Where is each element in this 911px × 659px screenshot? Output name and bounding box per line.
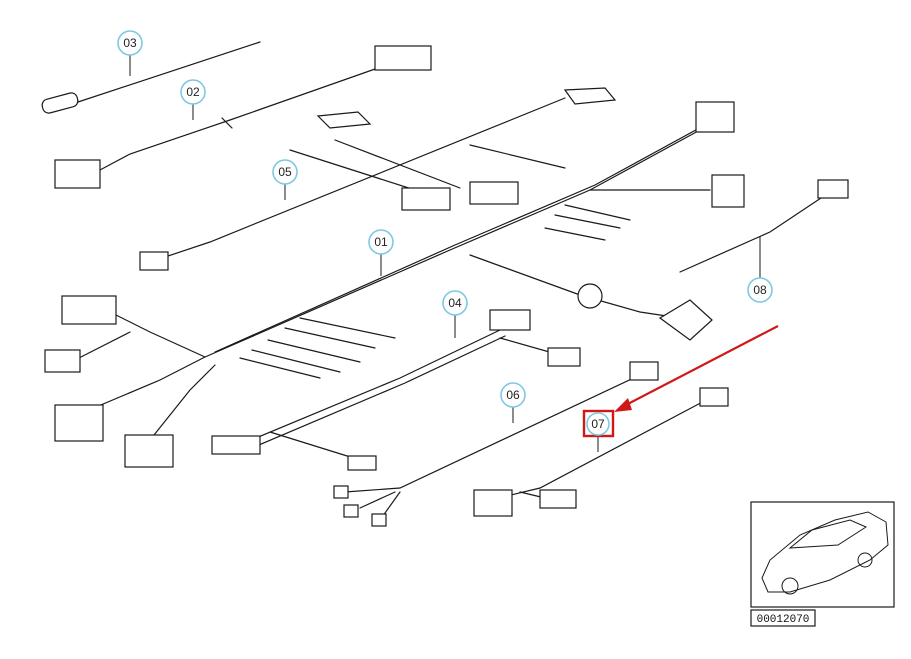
connector-04-right bbox=[547, 347, 581, 367]
connector-04-top bbox=[489, 309, 531, 331]
callout-04-label: 04 bbox=[448, 296, 462, 310]
connector-08 bbox=[817, 179, 849, 199]
callout-02: 02 bbox=[180, 79, 206, 120]
wire-05 bbox=[149, 97, 566, 263]
connector-04-bottom bbox=[347, 455, 377, 471]
connector-07-left bbox=[473, 489, 513, 517]
callout-03: 03 bbox=[117, 30, 143, 76]
wire-03 bbox=[77, 41, 261, 103]
wire-08 bbox=[679, 191, 831, 273]
connector-07-top bbox=[699, 387, 729, 407]
connector-05-top bbox=[563, 87, 617, 105]
callout-08: 08 bbox=[747, 236, 773, 303]
connector-02-top bbox=[374, 45, 432, 71]
highlight-arrow bbox=[614, 325, 779, 412]
callout-02-label: 02 bbox=[186, 85, 200, 99]
connector-04-left bbox=[211, 435, 261, 455]
callout-07-highlight bbox=[582, 409, 615, 438]
wire-04 bbox=[231, 317, 526, 449]
connector-left-1 bbox=[61, 295, 117, 325]
callouts: 03 02 05 01 04 06 08 bbox=[117, 30, 773, 452]
callout-04: 04 bbox=[442, 290, 468, 338]
connector-02-left bbox=[54, 159, 101, 189]
connector-06-b bbox=[343, 504, 359, 518]
wire-02 bbox=[99, 61, 396, 171]
callout-05: 05 bbox=[272, 159, 298, 200]
reference-number: 00012070 bbox=[757, 614, 810, 626]
callout-06-label: 06 bbox=[506, 388, 520, 402]
connector-06-top bbox=[629, 361, 659, 381]
connector-left-2 bbox=[44, 349, 81, 373]
car-icon bbox=[761, 511, 889, 595]
connector-center-1 bbox=[316, 111, 372, 129]
connector-left-3 bbox=[54, 404, 104, 442]
connector-05 bbox=[139, 251, 169, 271]
lamp-socket bbox=[658, 299, 713, 341]
callout-06: 06 bbox=[500, 382, 526, 423]
connector-left-4 bbox=[124, 434, 174, 468]
connector-right-2 bbox=[711, 174, 745, 208]
connector-right-1 bbox=[695, 101, 735, 133]
wire-01-main bbox=[204, 129, 701, 358]
callout-01-label: 01 bbox=[374, 235, 388, 249]
callout-01: 01 bbox=[368, 229, 394, 276]
callout-07-label: 07 bbox=[591, 417, 605, 431]
connector-center-3 bbox=[469, 181, 519, 205]
grommet bbox=[577, 283, 603, 309]
connector-06-c bbox=[371, 513, 387, 527]
connector-06-a bbox=[333, 485, 349, 499]
connector-center-2 bbox=[401, 187, 451, 211]
callout-05-label: 05 bbox=[278, 165, 292, 179]
callout-03-label: 03 bbox=[123, 36, 137, 50]
callout-07: 07 bbox=[582, 409, 615, 452]
connector-07-mid bbox=[539, 489, 577, 509]
antenna-plug bbox=[41, 92, 79, 114]
wire-06 bbox=[344, 374, 641, 493]
callout-08-label: 08 bbox=[753, 283, 767, 297]
car-location-inset: 00012070 bbox=[750, 501, 895, 627]
harness-wires bbox=[69, 41, 831, 521]
connectors bbox=[41, 45, 849, 527]
